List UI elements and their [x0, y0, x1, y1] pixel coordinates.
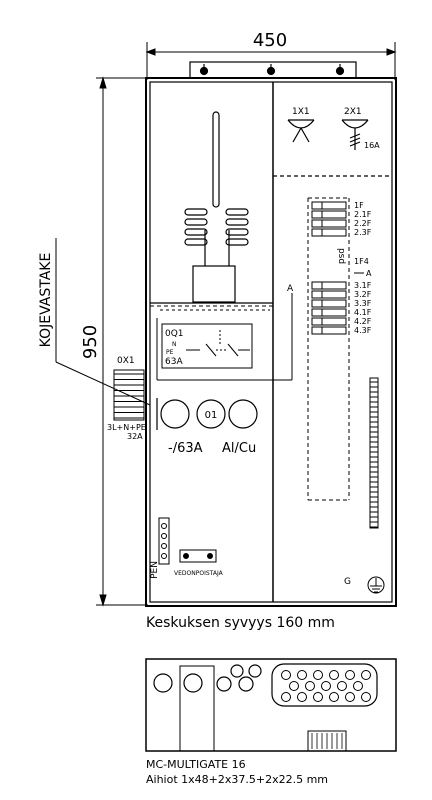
terminal-left	[184, 208, 208, 216]
fuse-module	[311, 308, 347, 317]
fuse-label: 2.3F	[354, 228, 372, 237]
main-switch-pe: PE	[166, 349, 174, 356]
gland-hole	[281, 670, 291, 680]
a-marker: A	[287, 284, 294, 294]
fuse-module	[311, 326, 347, 335]
meter-label: 01	[205, 410, 218, 421]
fuse-module	[311, 281, 347, 290]
fuse-module	[311, 299, 347, 308]
product-name: MC-MULTIGATE 16	[146, 758, 246, 771]
cable-inlet	[113, 369, 145, 421]
gland-hole	[297, 692, 307, 702]
gland-hole	[345, 670, 355, 680]
gland-hole	[345, 692, 355, 702]
fuse-label: 3.3F	[354, 299, 372, 308]
terminal-right	[225, 208, 249, 216]
earth-symbol	[367, 576, 385, 594]
mounting-bracket	[189, 61, 357, 79]
neutral-terminal-block	[184, 111, 249, 303]
rail-text: psd	[336, 248, 346, 264]
earth-label: G	[344, 577, 351, 587]
height-dimension	[96, 76, 148, 607]
terminal-strip	[369, 377, 379, 529]
main-switch-n: N	[172, 341, 177, 348]
fuse-label: 4.1F	[354, 308, 372, 317]
inlet-rating: 32A	[127, 432, 143, 441]
fuse-module	[311, 201, 347, 210]
lamp2-fuse: 16A	[364, 141, 380, 150]
fuse-label: 4.2F	[354, 317, 372, 326]
fuse-label: 1F	[354, 201, 364, 210]
terminal-right	[225, 228, 249, 236]
fuse-modules	[311, 201, 347, 335]
height-label: 950	[80, 325, 101, 359]
width-label: 450	[253, 30, 287, 51]
fuse-module	[311, 317, 347, 326]
gland-hole	[281, 692, 291, 702]
side-label-leader	[55, 238, 151, 406]
fuse-labels-a: 1F2.1F2.2F2.3F	[354, 201, 372, 237]
fuse-module	[311, 290, 347, 299]
strain-relief-label: VEDONPOISTAJA	[174, 570, 224, 577]
energy-meter	[156, 398, 258, 430]
inlet-id: 0X1	[117, 356, 135, 366]
fuse-label: 3.1F	[354, 281, 372, 290]
main-switch-id: 0Q1	[165, 329, 184, 339]
gland-hole	[337, 681, 347, 691]
fuse-label: 4.3F	[354, 326, 372, 335]
pen-label: PEN	[150, 561, 160, 579]
fuse-group-label: 1F4	[354, 257, 369, 266]
gland-hole	[313, 692, 323, 702]
fuse-rail	[307, 197, 350, 501]
bottom-view	[145, 658, 397, 752]
terminal-right	[225, 238, 249, 246]
main-switch	[156, 293, 293, 381]
lamp1-label: 1X1	[292, 107, 310, 117]
gland-hole	[353, 681, 363, 691]
gland-hole	[329, 670, 339, 680]
fuse-labels-b: 3.1F3.2F3.3F4.1F4.2F4.3F	[354, 281, 372, 335]
gland-hole	[321, 681, 331, 691]
lamp2-label: 2X1	[344, 107, 362, 117]
meter-right-text: Al/Cu	[222, 441, 256, 456]
gland-hole	[297, 670, 307, 680]
inlet-spec: 3L+N+PE	[107, 423, 146, 432]
fuse-label: 2.1F	[354, 210, 372, 219]
meter-left-text: -/63A	[168, 441, 203, 456]
width-dimension	[145, 42, 397, 80]
depth-note: Keskuksen syvyys 160 mm	[146, 615, 335, 631]
terminal-left	[184, 218, 208, 226]
gland-hole	[361, 692, 371, 702]
pen-busbar	[158, 517, 217, 565]
terminal-left	[184, 238, 208, 246]
knockouts-note: Aihiot 1x48+2x37.5+2x22.5 mm	[146, 773, 328, 786]
gland-hole	[361, 670, 371, 680]
gland-hole	[313, 670, 323, 680]
main-switch-rating: 63A	[165, 357, 183, 367]
gland-hole	[289, 681, 299, 691]
gland-hole	[329, 692, 339, 702]
fuse-module	[311, 219, 347, 228]
fuse-label: 3.2F	[354, 290, 372, 299]
fuse-sub-label: A	[366, 269, 372, 278]
terminal-left	[184, 228, 208, 236]
enclosure-outline	[145, 77, 397, 607]
fuse-label: 2.2F	[354, 219, 372, 228]
side-label: KOJEVASTAKE	[38, 253, 54, 348]
gland-hole	[305, 681, 315, 691]
terminal-right	[225, 218, 249, 226]
lamp-symbols	[287, 119, 369, 150]
fuse-module	[311, 228, 347, 237]
fuse-module	[311, 210, 347, 219]
